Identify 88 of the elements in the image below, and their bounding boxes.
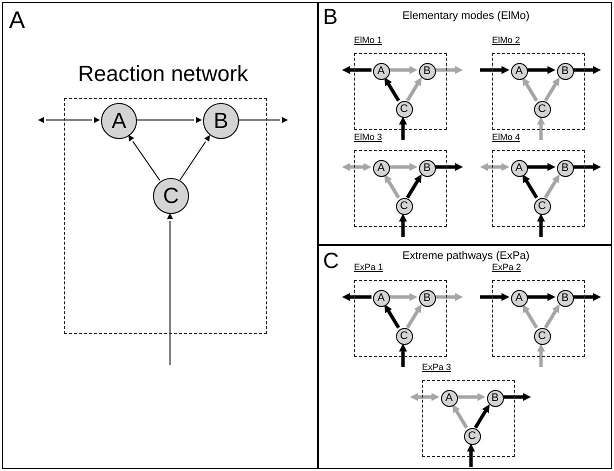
arrow: [537, 116, 545, 140]
arrow: [520, 173, 538, 199]
metabolite-circle: B: [418, 290, 436, 306]
arrow: [388, 66, 418, 74]
arrow: [342, 293, 372, 301]
metabolite-circle: C: [534, 100, 550, 118]
arrow: [544, 76, 562, 102]
arrow: [388, 163, 418, 171]
arrow: [399, 344, 407, 367]
module-label: ElMo 2: [492, 36, 520, 45]
arrow: [480, 66, 510, 74]
metabolite-circle: C: [396, 198, 412, 214]
arrow: [238, 117, 288, 123]
arrow: [526, 66, 556, 74]
arrow: [480, 163, 510, 171]
arrow: [572, 163, 601, 171]
metabolite-circle: B: [418, 62, 436, 80]
arrow: [342, 163, 372, 171]
arrow: [450, 403, 468, 429]
arrow: [434, 66, 463, 74]
arrow: [406, 76, 424, 102]
arrow: [502, 393, 531, 401]
module-label: ElMo 4: [492, 133, 520, 142]
arrow: [526, 293, 556, 301]
arrow: [526, 163, 556, 171]
metabolite-circle: A: [510, 290, 528, 306]
arrow: [180, 134, 210, 180]
metabolite-circle: B: [556, 290, 574, 306]
metabolite-circle: C: [534, 328, 550, 344]
arrow: [382, 76, 400, 102]
arrow: [520, 303, 538, 329]
arrow: [342, 66, 372, 74]
metabolite-circle: B: [203, 103, 239, 139]
arrow: [537, 214, 545, 237]
metabolite-circle: A: [372, 62, 390, 80]
panel: [318, 245, 612, 469]
panel-letter: C: [323, 250, 339, 272]
panel: [2, 2, 318, 469]
arrow: [572, 66, 601, 74]
arrow: [388, 293, 418, 301]
arrow: [544, 173, 562, 199]
arrow: [520, 76, 538, 102]
arrow: [410, 393, 440, 401]
arrow: [167, 212, 173, 366]
panel: [318, 2, 612, 245]
metabolite-circle: B: [486, 390, 504, 406]
group-title: Reaction network: [78, 63, 248, 85]
arrow: [382, 173, 400, 199]
arrow: [399, 214, 407, 237]
arrow: [537, 344, 545, 367]
metabolite-circle: A: [101, 103, 137, 139]
module-label: ElMo 3: [354, 133, 382, 142]
arrow: [572, 293, 601, 301]
arrow: [399, 116, 407, 140]
metabolite-circle: C: [153, 178, 189, 214]
module-label: ExPa 1: [354, 263, 384, 272]
module-label: ExPa 3: [422, 363, 452, 372]
arrow: [456, 393, 486, 401]
panel-letter: A: [9, 9, 26, 33]
arrow: [434, 163, 463, 171]
module-label: ExPa 2: [492, 263, 522, 272]
arrow: [480, 293, 510, 301]
metabolite-circle: B: [418, 160, 436, 176]
arrow: [474, 403, 492, 429]
metabolite-circle: A: [440, 390, 458, 406]
arrow: [544, 303, 562, 329]
metabolite-circle: A: [510, 160, 528, 176]
metabolite-circle: C: [464, 428, 480, 444]
arrow: [406, 303, 424, 329]
arrow: [128, 134, 160, 181]
module-label: ElMo 1: [354, 36, 382, 45]
arrow: [382, 303, 400, 329]
arrow: [136, 117, 202, 123]
panel-title: Extreme pathways (ExPa): [402, 251, 530, 262]
metabolite-circle: C: [534, 198, 550, 214]
metabolite-circle: A: [510, 62, 528, 80]
metabolite-circle: B: [556, 160, 574, 176]
arrow: [434, 293, 463, 301]
panel-title: Elementary modes (ElMo): [402, 11, 530, 22]
panel-letter: B: [323, 6, 338, 28]
arrow: [406, 173, 424, 199]
metabolite-circle: C: [396, 328, 412, 344]
metabolite-circle: B: [556, 62, 574, 80]
arrow: [38, 117, 100, 123]
metabolite-circle: A: [372, 160, 390, 176]
arrow: [467, 444, 475, 467]
metabolite-circle: C: [396, 100, 412, 118]
metabolite-circle: A: [372, 290, 390, 306]
